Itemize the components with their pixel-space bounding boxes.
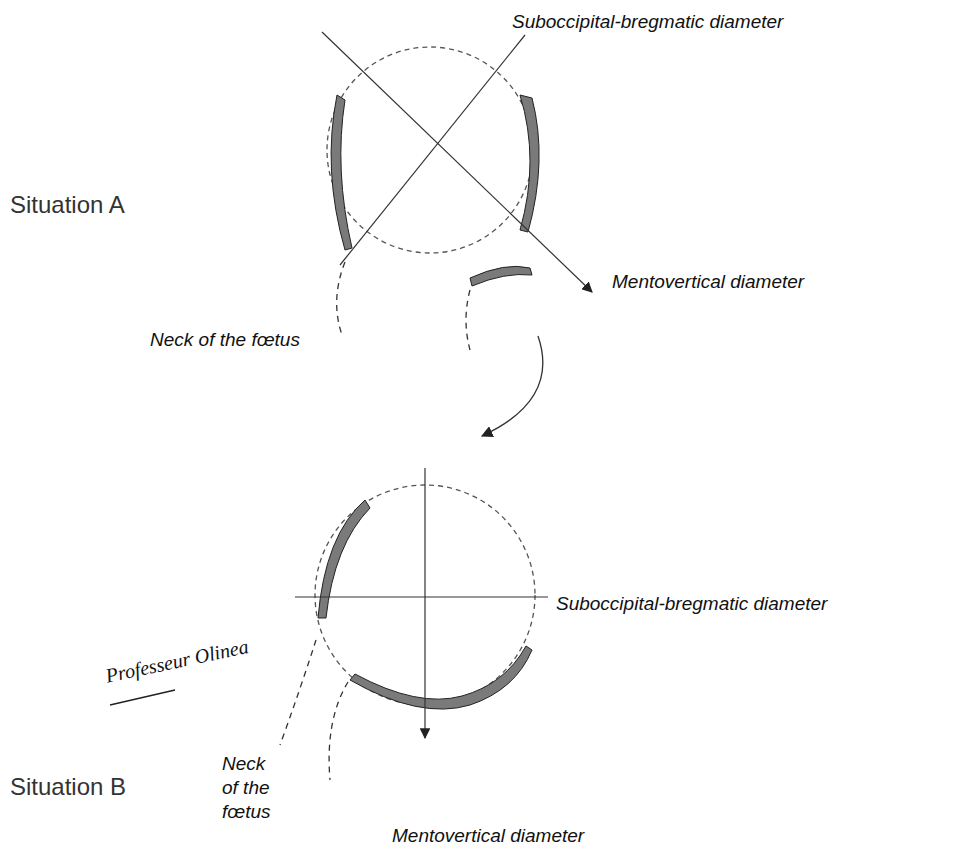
diameter-line [424,468,425,738]
diameter-label: Mentovertical diameter [612,270,804,294]
situation-label: Situation A [10,190,125,220]
neck-outline [337,262,345,335]
diameter-line [295,596,548,597]
neck-outline [280,640,316,745]
diameter-line [340,35,525,265]
neck-label: Neck of the fœtus [222,752,284,823]
diameter-label: Suboccipital-bregmatic diameter [556,592,827,616]
neck-label: Neck of the fœtus [150,328,300,352]
situation-label: Situation B [10,772,126,802]
neck-outline [329,682,348,780]
fetal-head-b [280,468,548,780]
signature: Professeur Olinea [103,634,250,689]
diameter-label: Mentovertical diameter [392,824,584,848]
neck-outline [466,290,470,350]
diameter-label: Suboccipital-bregmatic diameter [512,10,783,34]
signature-underline [110,690,175,705]
diameter-line [322,32,592,292]
fetal-head-a [322,32,592,350]
flexion-arrow [482,336,543,436]
